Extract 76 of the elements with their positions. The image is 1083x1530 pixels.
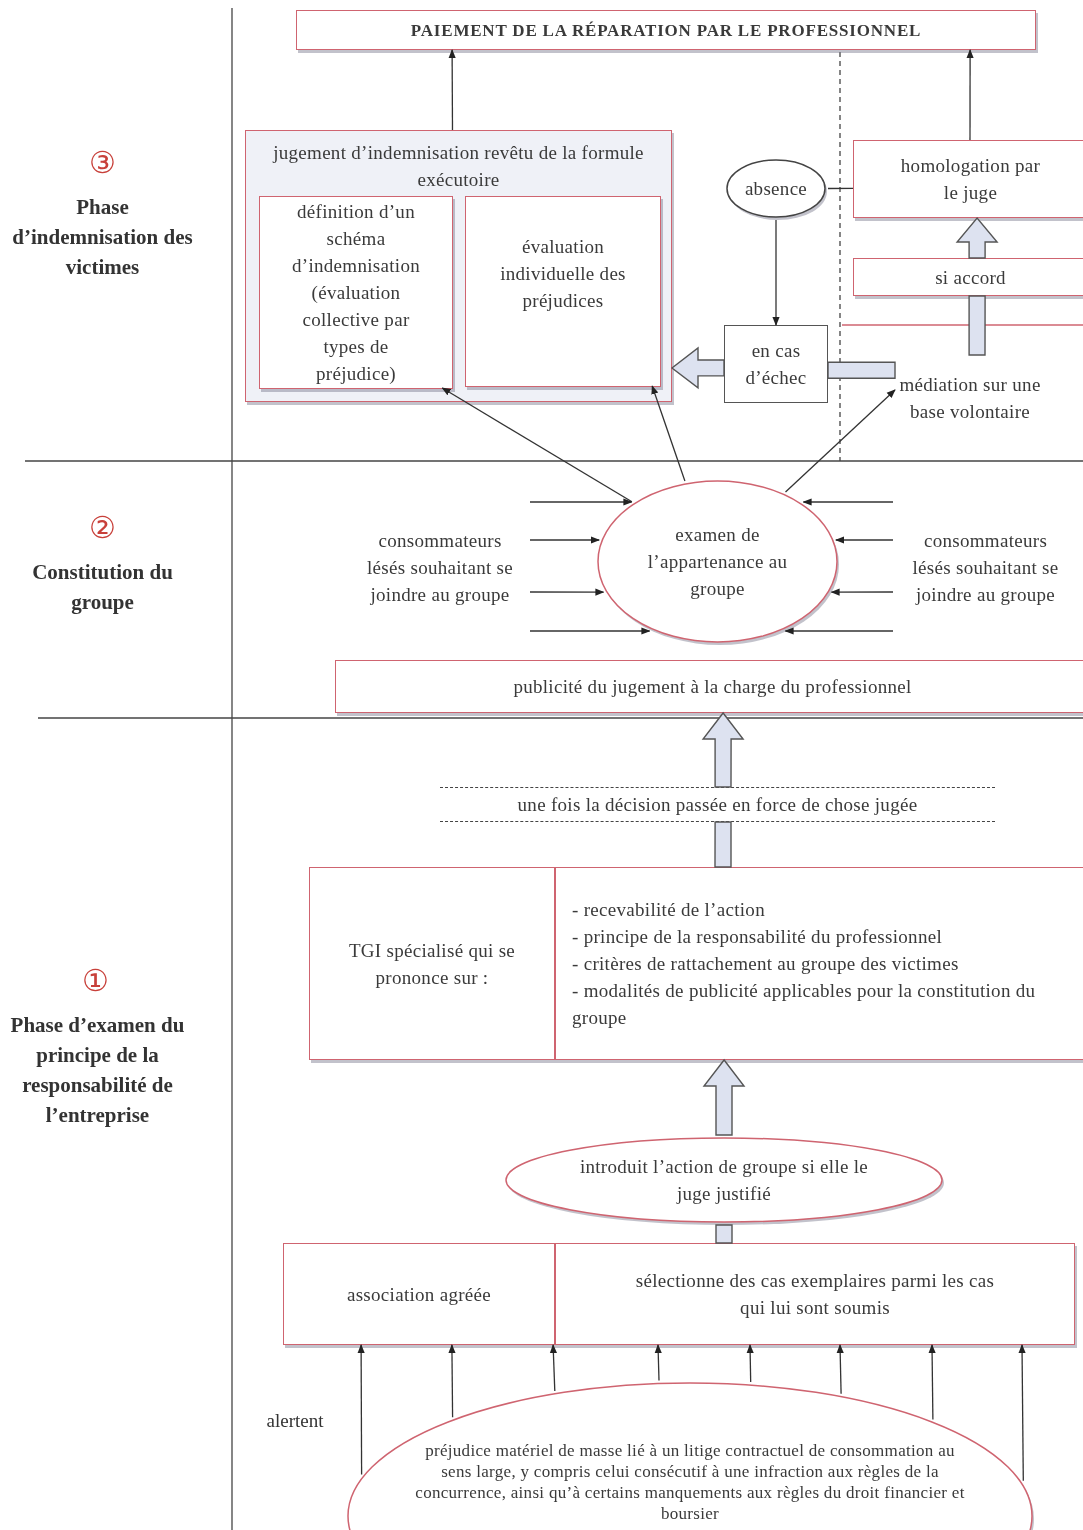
phase-number: ② — [87, 513, 117, 543]
node-text: publicité du jugement à la charge du professionnel — [513, 675, 912, 699]
node-text: association agréée — [346, 1282, 492, 1307]
arrow — [835, 536, 894, 544]
list-item: - principe de la responsabilité du professionnel — [572, 925, 943, 949]
node-text: en cas d’échec — [744, 339, 808, 390]
arch-node — [345, 1380, 1035, 1530]
process-box — [555, 1243, 1075, 1345]
node-text: définition d’un schéma d’indemnisation (évaluation collective par types de préjudice) — [291, 200, 421, 386]
node-text: préjudice matériel de masse lié à un litige contractuel de consommation au sens large, y compris celui consécutif à une infraction aux règles de la concurrence, ainsi qu’à certains manquements aux règles du droit financier et boursier — [414, 1440, 966, 1524]
process-box — [309, 867, 555, 1060]
arrow — [651, 385, 686, 482]
arrow — [830, 588, 894, 596]
block-arrow — [714, 821, 732, 868]
block-arrow — [715, 1224, 733, 1244]
node-text: introduit l’action de groupe si elle le juge justifié — [578, 1155, 870, 1206]
arrow — [1018, 1344, 1026, 1482]
block-arrow — [955, 216, 999, 259]
arrow — [441, 387, 633, 503]
phase-title: Phase d’examen du principe de la responsabilité de l’entreprise — [9, 1012, 186, 1129]
list-box — [555, 867, 1083, 1060]
group-panel — [245, 130, 672, 402]
node-text: évaluation individuelle des préjudices — [499, 235, 627, 313]
arrow — [549, 1344, 557, 1392]
node-text: absence — [744, 177, 808, 201]
arrow — [654, 1344, 662, 1382]
list-item: - modalités de publicité applicables pour la constitution du groupe — [572, 979, 1037, 1030]
arrow — [836, 1344, 844, 1395]
arrow — [784, 627, 894, 635]
phase-number: ① — [80, 966, 110, 996]
list-item: - recevabilité de l’action — [572, 898, 765, 922]
connector-line — [827, 187, 854, 190]
node-text: TGI spécialisé qui se prononce sur : — [347, 938, 517, 990]
process-box — [853, 258, 1083, 296]
arrow — [928, 1344, 936, 1421]
process-box — [259, 196, 453, 389]
arrow — [357, 1344, 365, 1476]
block-arrow — [701, 711, 745, 788]
arrow — [746, 1344, 754, 1383]
arrow — [448, 49, 456, 131]
arrow — [529, 627, 651, 635]
oval-node — [724, 157, 828, 220]
node-text: une fois la décision passée en force de chose jugée — [517, 793, 918, 817]
phase-title: Constitution du groupe — [31, 559, 174, 616]
node-text: consommateurs lésés souhaitant se joindre au groupe — [893, 495, 1078, 640]
title-box — [296, 10, 1036, 50]
block-arrow — [968, 295, 986, 356]
oval-node — [595, 478, 840, 645]
arrow — [448, 1344, 456, 1418]
process-box — [335, 660, 1083, 713]
process-box — [853, 140, 1083, 218]
process-box — [465, 196, 661, 387]
arrow — [529, 498, 633, 506]
node-text: consommateurs lésés souhaitant se joindre au groupe — [350, 495, 530, 640]
block-arrow — [670, 346, 725, 390]
node-text: sélectionne des cas exemplaires parmi les cas qui lui sont soumis — [635, 1269, 995, 1320]
arrow — [772, 219, 780, 326]
annotation-text: alertent — [265, 1409, 325, 1433]
node-text: examen de l’appartenance au groupe — [646, 523, 789, 601]
arrow — [529, 536, 600, 544]
arrow — [802, 498, 894, 506]
process-box — [283, 1243, 555, 1345]
node-text: homologation par le juge — [900, 154, 1041, 205]
phase-title: Phase d’indemnisation des victimes — [11, 194, 194, 281]
list-item: - critères de rattachement au groupe des victimes — [572, 952, 959, 976]
arrow — [529, 588, 605, 596]
arrow — [784, 389, 896, 493]
node-text: PAIEMENT DE LA RÉPARATION PAR LE PROFESSIONNEL — [410, 19, 922, 42]
block-arrow — [827, 361, 896, 379]
node-text: médiation sur une base volontaire — [895, 355, 1045, 440]
node-text: si accord — [935, 265, 1006, 290]
block-arrow — [702, 1058, 746, 1136]
process-box — [724, 325, 828, 403]
arrow — [966, 49, 974, 141]
phase-number: ③ — [87, 148, 117, 178]
oval-node — [503, 1135, 945, 1225]
